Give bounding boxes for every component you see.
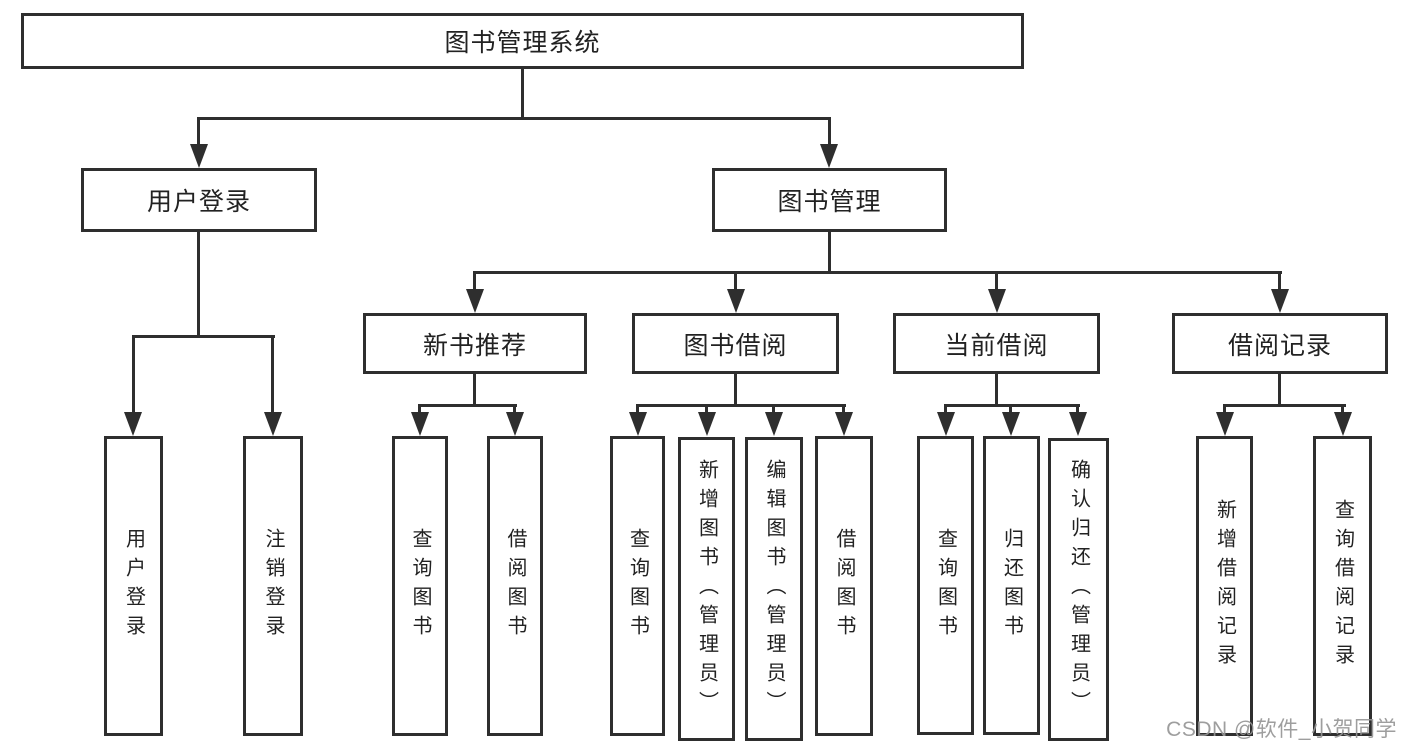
connector-line (636, 404, 639, 416)
leaf-borrow-books-2: 借阅图书 (815, 436, 873, 736)
connector-line (995, 374, 998, 407)
connector-line (132, 335, 275, 338)
connector-line (1009, 404, 1012, 416)
leaf-return-book: 归还图书 (983, 436, 1040, 735)
watermark: CSDN @软件_小贺同学 (1166, 718, 1397, 741)
arrow-down-icon (506, 412, 524, 436)
connector-line (197, 231, 200, 337)
arrow-down-icon (698, 412, 716, 436)
connector-line (271, 335, 274, 414)
connector-line (513, 404, 516, 416)
leaf-logout: 注销登录 (243, 436, 303, 736)
connector-line (197, 117, 831, 120)
node-borrow-records-label: 借阅记录 (1227, 331, 1332, 360)
connector-line (474, 271, 1282, 274)
arrow-down-icon (820, 144, 838, 168)
arrow-down-icon (988, 289, 1006, 313)
arrow-down-icon (835, 412, 853, 436)
arrow-down-icon (1334, 412, 1352, 436)
arrow-down-icon (124, 412, 142, 436)
arrow-down-icon (1271, 289, 1289, 313)
node-book-borrow: 图书借阅 (632, 313, 839, 374)
leaf-edit-book-admin-label: 编辑图书（管理员） (763, 458, 785, 720)
connector-line (995, 271, 998, 291)
connector-line (944, 404, 1080, 407)
connector-line (842, 404, 845, 416)
leaf-query-books-borrow-label: 查询图书 (626, 528, 649, 644)
arrow-down-icon (629, 412, 647, 436)
leaf-add-borrow-record-label: 新增借阅记录 (1213, 499, 1236, 673)
leaf-add-book-admin: 新增图书（管理员） (678, 437, 735, 741)
leaf-add-book-admin-label: 新增图书（管理员） (695, 458, 718, 720)
connector-line (197, 117, 200, 146)
connector-line (132, 335, 135, 414)
leaf-logout-label: 注销登录 (262, 528, 284, 644)
arrow-down-icon (937, 412, 955, 436)
connector-line (772, 404, 775, 416)
connector-line (828, 231, 831, 273)
node-book-borrow-label: 图书借阅 (683, 331, 788, 360)
connector-line (1223, 404, 1226, 416)
leaf-query-borrow-record: 查询借阅记录 (1313, 436, 1372, 736)
arrow-down-icon (411, 412, 429, 436)
connector-line (473, 374, 476, 407)
leaf-query-books-current-label: 查询图书 (934, 527, 957, 644)
connector-line (473, 271, 476, 291)
node-book-mgmt: 图书管理 (712, 168, 947, 232)
leaf-confirm-return-admin: 确认归还（管理员） (1048, 438, 1109, 741)
leaf-borrow-books-rec: 借阅图书 (487, 436, 543, 736)
node-borrow-records: 借阅记录 (1172, 313, 1388, 374)
leaf-query-books-borrow: 查询图书 (610, 436, 665, 736)
connector-line (705, 404, 708, 416)
node-user-login-label: 用户登录 (146, 188, 251, 216)
connector-line (1223, 404, 1346, 407)
arrow-down-icon (1216, 412, 1234, 436)
arrow-down-icon (264, 412, 282, 436)
leaf-query-books-current: 查询图书 (917, 436, 974, 735)
connector-line (734, 271, 737, 291)
connector-line (636, 404, 846, 407)
node-root-label: 图书管理系统 (444, 29, 601, 57)
leaf-query-books-rec-label: 查询图书 (409, 528, 431, 644)
connector-line (1341, 404, 1344, 416)
connector-line (418, 404, 421, 416)
arrow-down-icon (727, 289, 745, 313)
node-root: 图书管理系统 (21, 13, 1024, 69)
node-user-login: 用户登录 (81, 168, 317, 232)
node-current-borrow: 当前借阅 (893, 313, 1100, 374)
connector-line (1278, 374, 1281, 407)
connector-line (521, 69, 524, 119)
leaf-borrow-books-2-label: 借阅图书 (833, 528, 855, 644)
arrow-down-icon (190, 144, 208, 168)
connector-line (1278, 271, 1281, 291)
leaf-add-borrow-record: 新增借阅记录 (1196, 436, 1253, 736)
connector-line (418, 404, 517, 407)
leaf-query-books-rec: 查询图书 (392, 436, 448, 736)
leaf-confirm-return-admin-label: 确认归还（管理员） (1067, 459, 1090, 720)
leaf-borrow-books-rec-label: 借阅图书 (504, 528, 526, 644)
leaf-edit-book-admin: 编辑图书（管理员） (745, 437, 803, 741)
arrow-down-icon (1069, 412, 1087, 436)
leaf-user-login-label: 用户登录 (122, 528, 145, 644)
leaf-user-login: 用户登录 (104, 436, 163, 736)
node-current-borrow-label: 当前借阅 (944, 331, 1049, 360)
connector-line (734, 374, 737, 407)
arrow-down-icon (466, 289, 484, 313)
node-new-book-rec: 新书推荐 (363, 313, 587, 374)
node-book-mgmt-label: 图书管理 (777, 188, 882, 216)
connector-line (944, 404, 947, 416)
connector-line (1076, 404, 1079, 416)
arrow-down-icon (1002, 412, 1020, 436)
arrow-down-icon (765, 412, 783, 436)
node-new-book-rec-label: 新书推荐 (422, 331, 527, 360)
connector-line (828, 117, 831, 146)
leaf-return-book-label: 归还图书 (1000, 527, 1023, 644)
leaf-query-borrow-record-label: 查询借阅记录 (1331, 499, 1354, 673)
